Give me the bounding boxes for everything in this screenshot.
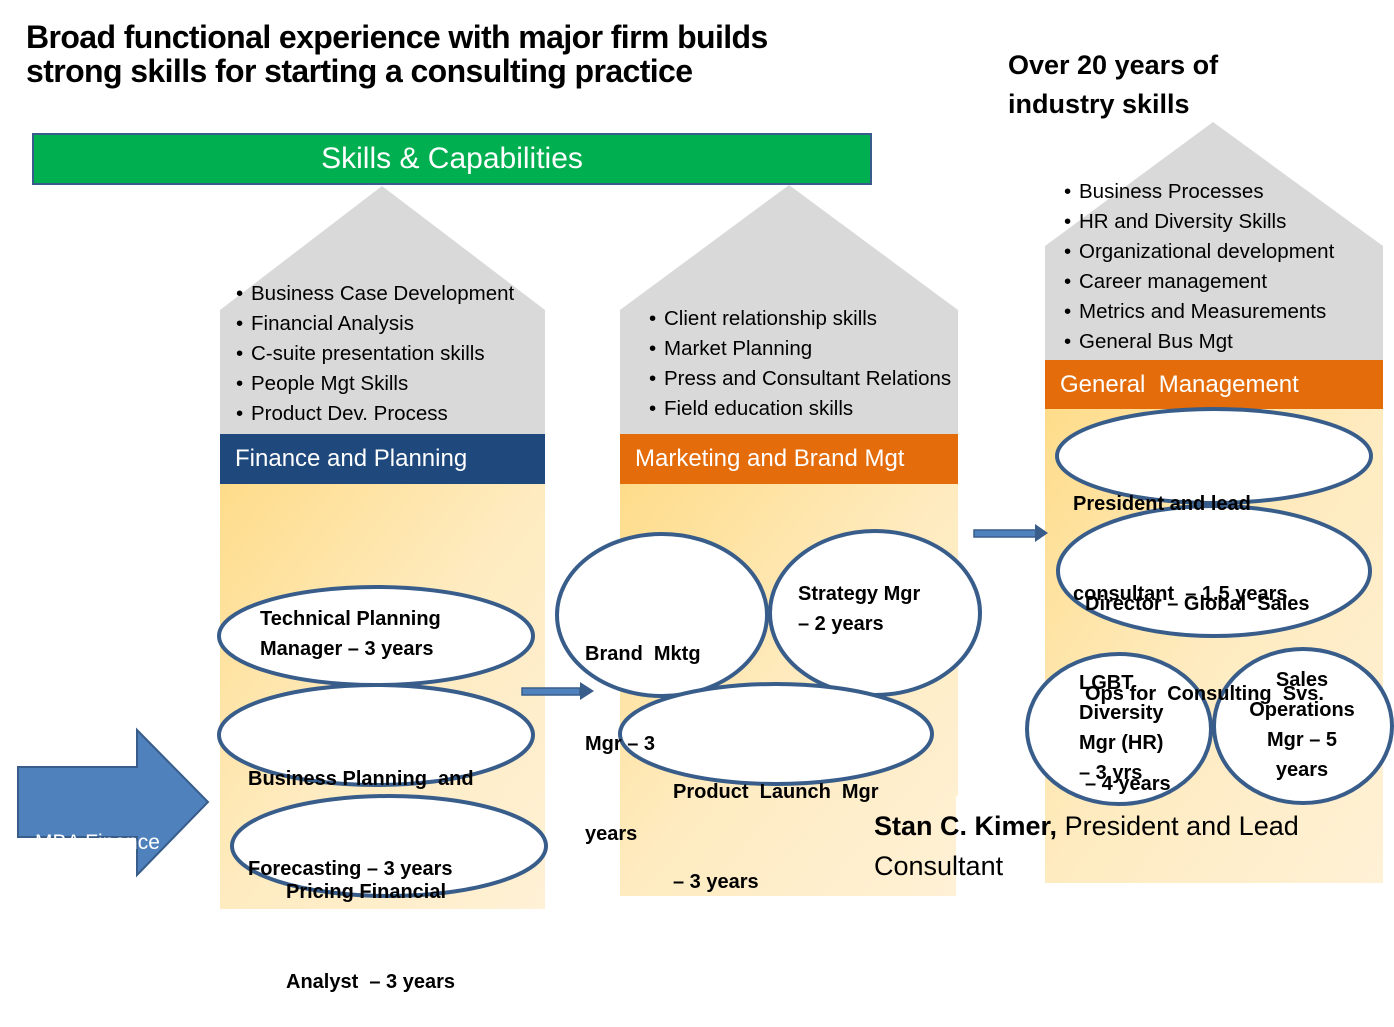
role-ellipse (217, 683, 535, 787)
page-title: Broad functional experience with major f… (26, 20, 768, 88)
role-line: Sales (1275, 669, 1329, 691)
role-ellipse (1055, 407, 1373, 505)
signature-role: President and Lead (1057, 811, 1299, 841)
mba-line: MBA Finance (35, 831, 160, 854)
role-line: consultant – 1.5 years (1073, 583, 1288, 605)
signature: Stan C. Kimer, President and Lead Consul… (874, 806, 1299, 886)
role-line: LGBT (1079, 672, 1134, 694)
role-president: President and lead consultant – 1.5 year… (1073, 429, 1288, 639)
role-line: Diversity (1079, 702, 1164, 724)
title-line-2: strong skills for starting a consulting … (26, 53, 693, 89)
diagram-shapes (17, 122, 1394, 909)
skill-item: Business Processes (1064, 177, 1334, 207)
skill-item: Metrics and Measurements (1064, 297, 1334, 327)
skill-item: Financial Analysis (236, 309, 514, 339)
skill-item: C-suite presentation skills (236, 339, 514, 369)
role-sales-operations: Sales Operations Mgr – 5 years (1222, 665, 1382, 785)
marketing-skills-list: Client relationship skills Market Planni… (649, 304, 951, 424)
skill-item: Business Case Development (236, 279, 514, 309)
role-strategy: Strategy Mgr – 2 years (798, 579, 920, 639)
role-ellipse (555, 532, 769, 698)
role-line: years (585, 823, 638, 845)
skill-item: Market Planning (649, 334, 951, 364)
finance-skills-list: Business Case Development Financial Anal… (236, 279, 514, 429)
role-ellipse (1056, 504, 1372, 638)
role-brand-mktg: Brand Mktg Mgr – 3 years (585, 579, 701, 879)
role-line: Strategy Mgr (798, 583, 921, 605)
mba-arrow-label: MBA Finance and Acctg (35, 768, 160, 978)
role-product-launch: Product Launch Mgr – 3 years (673, 717, 879, 927)
role-line: Director – Global Sales (1085, 593, 1310, 615)
general-header: General Management (1060, 371, 1299, 398)
skill-item: Field education skills (649, 394, 951, 424)
general-skills-list: Business Processes HR and Diversity Skil… (1064, 177, 1334, 357)
role-pricing-analyst: Pricing Financial Analyst – 3 years (286, 817, 455, 1027)
role-ellipse (618, 682, 934, 786)
skill-item: General Bus Mgt (1064, 327, 1334, 357)
skill-item: People Mgt Skills (236, 369, 514, 399)
general-header-bg (1045, 360, 1383, 409)
role-ellipse (1212, 647, 1394, 805)
mba-arrow-shape (17, 727, 210, 878)
role-line: Mgr – 5 (1266, 729, 1338, 751)
mba-line: and Acctg (35, 921, 134, 944)
marketing-header: Marketing and Brand Mgt (635, 445, 905, 472)
skill-item: Client relationship skills (649, 304, 951, 334)
role-line: Forecasting – 3 years (248, 858, 453, 880)
role-line: – 3 yrs (1079, 762, 1143, 784)
role-technical-planning: Technical Planning Manager – 3 years (260, 604, 441, 664)
skill-item: Career management (1064, 267, 1334, 297)
role-line: Product Launch Mgr (673, 781, 879, 803)
role-line: Ops for Consulting Svs. (1085, 683, 1324, 705)
role-lgbt-diversity: LGBT Diversity Mgr (HR) – 3 yrs (1079, 668, 1164, 788)
role-line: years (1275, 759, 1329, 781)
callout-line-1: Over 20 years of (1008, 50, 1219, 80)
role-line: Technical Planning (260, 608, 441, 630)
role-line: Mgr (HR) (1079, 732, 1164, 754)
role-business-planning: Business Planning and Forecasting – 3 ye… (248, 704, 474, 914)
role-line: Mgr – 3 (585, 733, 656, 755)
role-line: – 3 years (673, 871, 759, 893)
role-line: – 2 years (798, 613, 884, 635)
role-line: President and lead (1073, 493, 1251, 515)
skills-banner: Skills & Capabilities (32, 133, 872, 185)
signature-role-cont: Consultant (874, 851, 1004, 881)
role-line: Pricing Financial (286, 881, 447, 903)
role-line: Operations (1249, 699, 1355, 721)
skill-item: Product Dev. Process (236, 399, 514, 429)
role-line: Manager – 3 years (260, 638, 434, 660)
skill-item: Press and Consultant Relations (649, 364, 951, 394)
role-ellipse (230, 794, 548, 898)
signature-name: Stan C. Kimer, (874, 811, 1058, 841)
finance-header: Finance and Planning (235, 445, 468, 472)
role-ellipse (1025, 652, 1213, 806)
arrow-finance-to-marketing (521, 682, 594, 700)
marketing-header-bg (620, 434, 958, 484)
skill-item: HR and Diversity Skills (1064, 207, 1334, 237)
role-line: Brand Mktg (585, 643, 701, 665)
role-director-sales-ops: Director – Global Sales Ops for Consulti… (1085, 529, 1324, 829)
role-line: Analyst – 3 years (286, 971, 455, 993)
finance-header-bg (220, 434, 545, 484)
arrow-marketing-to-general (973, 524, 1048, 542)
callout-line-2: industry skills (1008, 89, 1190, 119)
role-line: Business Planning and (248, 768, 474, 790)
role-line: – 4 years (1085, 773, 1171, 795)
title-line-1: Broad functional experience with major f… (26, 19, 768, 55)
experience-callout: Over 20 years of industry skills (1008, 46, 1218, 124)
skill-item: Organizational development (1064, 237, 1334, 267)
